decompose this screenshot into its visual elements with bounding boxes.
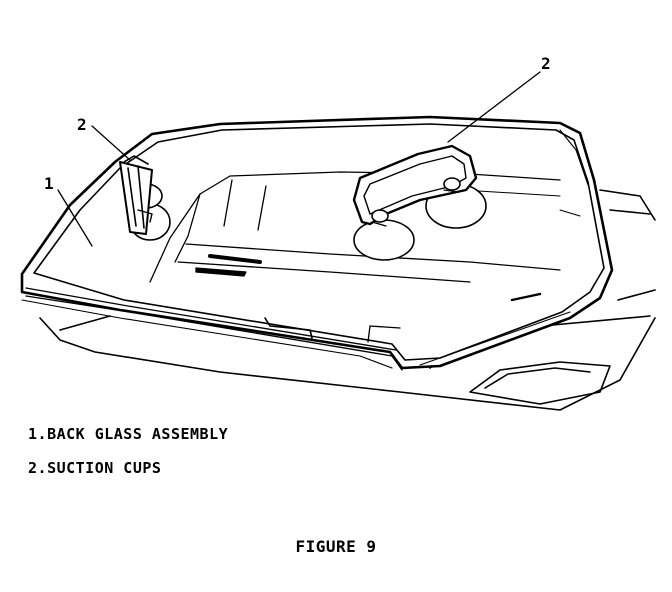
callout-suction-cup-right: 2 — [541, 54, 551, 73]
figure-caption: FIGURE 9 — [295, 537, 377, 556]
legend-item: 2.SUCTION CUPS — [28, 459, 161, 477]
back-glass-outline — [20, 115, 614, 371]
suction-cup-right — [352, 144, 487, 261]
legend-item: 1.BACK GLASS ASSEMBLY — [28, 425, 228, 443]
callout-back-glass: 1 — [44, 174, 54, 193]
legend-number: 1. — [28, 425, 48, 443]
legend-text: SUCTION CUPS — [47, 459, 162, 477]
suction-cup-left — [119, 155, 171, 241]
legend-text: BACK GLASS ASSEMBLY — [47, 425, 229, 443]
leader-lines — [57, 71, 541, 247]
legend-number: 2. — [28, 459, 48, 477]
callout-suction-cup-left: 2 — [77, 115, 87, 134]
